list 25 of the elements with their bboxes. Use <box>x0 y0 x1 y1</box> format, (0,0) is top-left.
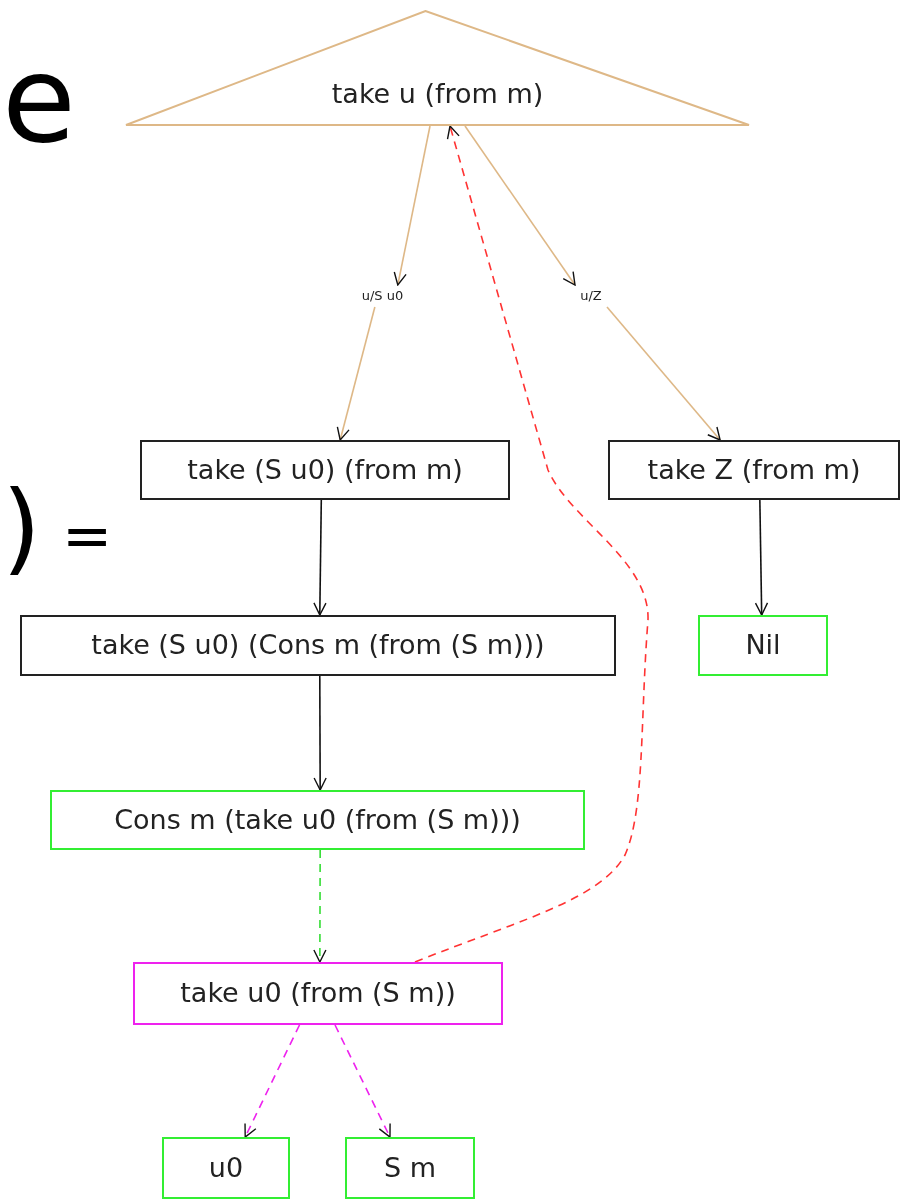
branch-label: u/S u0 <box>340 285 425 307</box>
text-fragment: e <box>2 40 76 160</box>
term-box: take (S u0) (Cons m (from (S m))) <box>20 615 616 676</box>
node-label: take u (from m) <box>331 76 544 111</box>
term-box: take u0 (from (S m)) <box>133 962 503 1025</box>
arrow <box>336 306 376 441</box>
text-fragment: = <box>62 505 113 565</box>
term-box: take (S u0) (from m) <box>140 440 510 500</box>
arrow <box>393 125 431 286</box>
arrow <box>414 125 649 963</box>
branch-label: u/Z <box>575 285 607 307</box>
arrow <box>334 1024 391 1138</box>
term-box: Cons m (take u0 (from (S m))) <box>50 790 585 850</box>
arrow <box>606 306 721 441</box>
term-box: Nil <box>698 615 828 676</box>
arrow <box>464 125 576 286</box>
text-fragment: ) <box>2 478 41 578</box>
arrow <box>244 1024 301 1138</box>
arrow <box>754 499 769 616</box>
arrow <box>313 499 327 616</box>
arrow <box>313 849 327 963</box>
term-box: u0 <box>162 1137 290 1199</box>
arrow <box>313 675 327 791</box>
term-box: S m <box>345 1137 475 1199</box>
term-box: take Z (from m) <box>608 440 900 500</box>
